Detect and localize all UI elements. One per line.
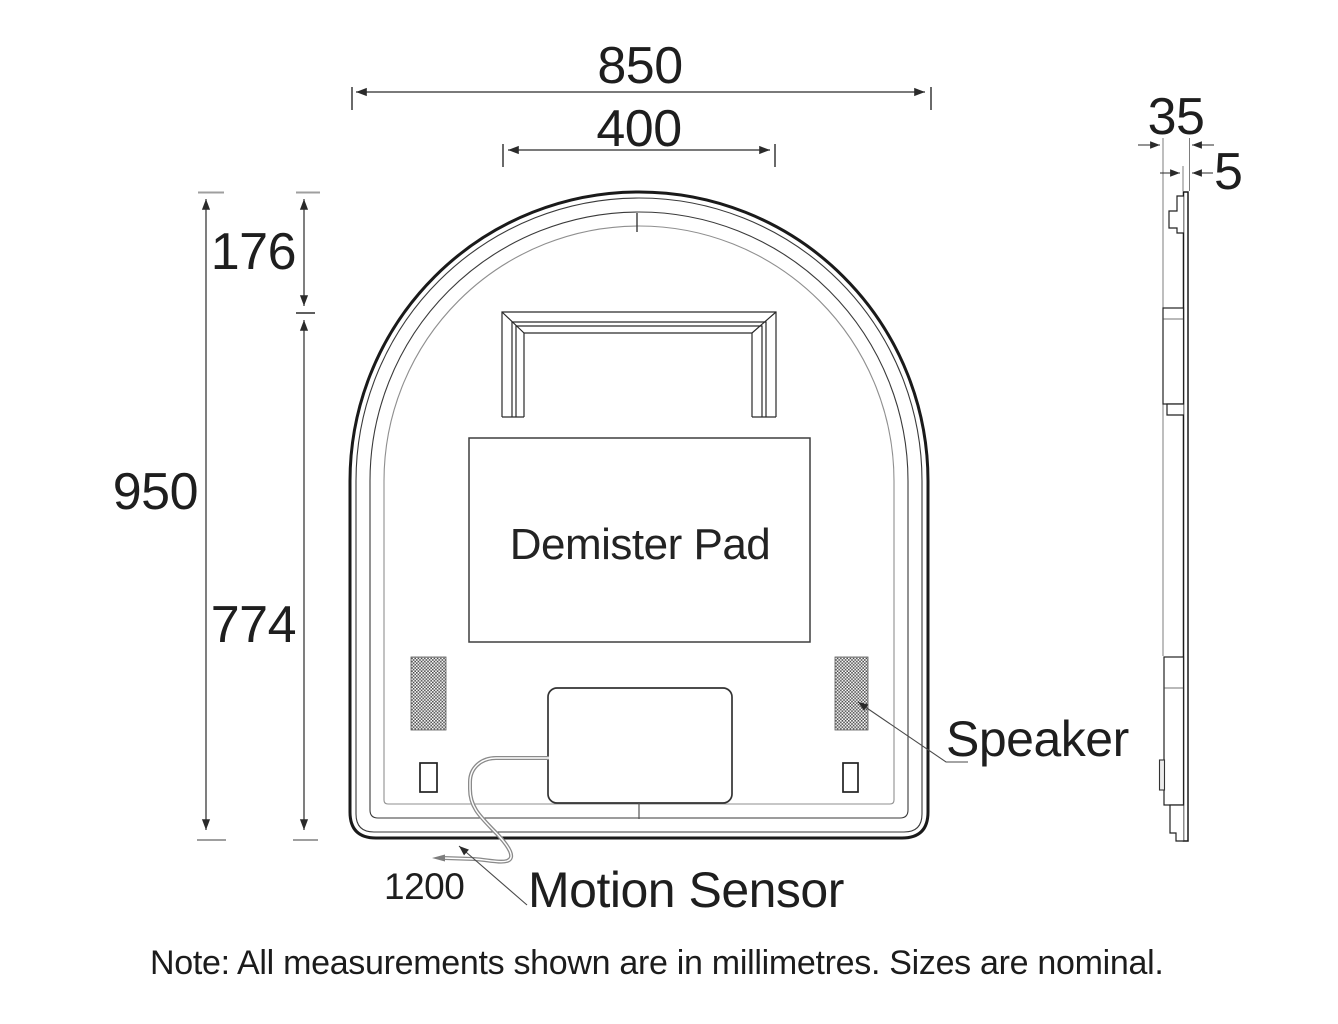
hanging-bracket [501, 311, 777, 418]
profile-bracket-box [1162, 307, 1185, 405]
speaker-label: Speaker [946, 711, 1129, 767]
profile-bottom-step [1169, 804, 1184, 842]
mirror-inner-ring-2 [369, 211, 909, 819]
motion-sensor-leader-line [458, 845, 528, 906]
dim-5-label: 5 [1214, 143, 1242, 201]
dim-glass-thickness: 5 [1160, 143, 1243, 201]
profile-top-hook [1168, 195, 1184, 234]
cable-clip-right [842, 762, 859, 793]
side-view: 35 5 [1138, 88, 1243, 842]
motion-sensor-label: Motion Sensor [528, 862, 844, 918]
dim-top-to-bracket: 176 [211, 191, 320, 314]
cable-end-arrow-icon [432, 854, 445, 862]
dim-774-label: 774 [211, 596, 296, 654]
speaker-left [410, 656, 447, 731]
cable-length-label: 1200 [384, 866, 464, 907]
glass-profile [1182, 191, 1189, 842]
speaker-leader-line [857, 701, 968, 763]
profile-bracket-foot [1166, 403, 1184, 416]
mirror-inner-ring-3 [383, 225, 895, 805]
dim-35-label: 35 [1148, 88, 1205, 146]
cable-clip-left [419, 762, 438, 793]
speaker-right [834, 656, 869, 731]
profile-lower-box [1163, 656, 1185, 806]
front-view: Demister Pad 850 4 [113, 37, 1130, 918]
dim-bracket-width: 400 [502, 100, 776, 167]
dim-bracket-to-bottom: 774 [211, 320, 318, 841]
dim-176-label: 176 [211, 223, 296, 281]
dim-850-label: 850 [597, 37, 682, 95]
dim-950-label: 950 [113, 463, 198, 521]
junction-box [547, 687, 733, 804]
power-cable [432, 756, 549, 864]
demister-pad-label: Demister Pad [510, 520, 771, 569]
mirror-inner-ring-1 [355, 197, 923, 833]
dim-depth: 35 [1138, 88, 1214, 149]
dim-overall-width: 850 [351, 37, 932, 110]
dim-overall-height: 950 [113, 191, 226, 841]
note-text: Note: All measurements shown are in mill… [150, 944, 1164, 982]
dim-400-label: 400 [596, 100, 681, 158]
profile-clip-bump [1158, 759, 1166, 791]
demister-pad [468, 437, 811, 643]
